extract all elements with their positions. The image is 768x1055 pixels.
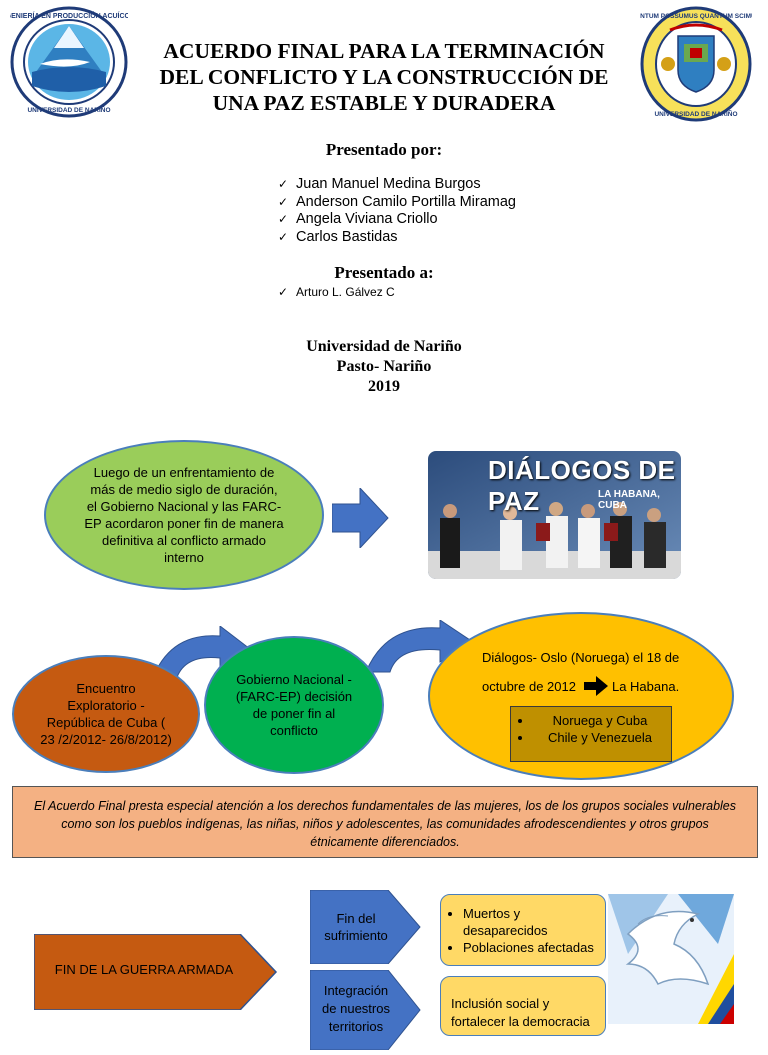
photo-title: DIÁLOGOS DE PAZ (488, 455, 676, 516)
presented-by-heading: Presentado por: (325, 140, 443, 159)
presented-by-list: ✓Juan Manuel Medina Burgos ✓Anderson Cam… (278, 176, 516, 246)
presented-to-list: ✓Arturo L. Gálvez C (278, 284, 395, 302)
year: 2019 (368, 378, 400, 395)
list-item: ✓Anderson Camilo Portilla Miramag (278, 193, 516, 210)
curved-arrow-icon (150, 624, 260, 687)
arrow-right-icon (583, 676, 608, 696)
presented-to-heading: Presentado a: (334, 263, 434, 282)
svg-text:UNIVERSIDAD DE NARIÑO: UNIVERSIDAD DE NARIÑO (27, 105, 110, 114)
dialogos-line-2: octubre de 2012 La Habana. (482, 676, 679, 696)
check-icon: ✓ (278, 212, 289, 226)
check-icon: ✓ (278, 177, 289, 191)
fin-guerra-label: FIN DE LA GUERRA ARMADA (54, 962, 234, 977)
result-box-inclusion: Inclusión social y fortalecer la democra… (440, 976, 606, 1036)
university-name: Universidad de Nariño (306, 338, 462, 355)
title-line: DEL CONFLICTO Y LA CONSTRUCCIÓN DE (159, 65, 609, 89)
victims-list: Muertos y desaparecidos Poblaciones afec… (445, 905, 601, 956)
list-item: Poblaciones afectadas (463, 939, 601, 956)
statement-box: El Acuerdo Final presta especial atenció… (12, 786, 758, 858)
svg-text:UNIVERSIDAD DE NARIÑO: UNIVERSIDAD DE NARIÑO (654, 109, 737, 118)
title-line: UNA PAZ ESTABLE Y DURADERA (212, 91, 556, 115)
document-title: ACUERDO FINAL PARA LA TERMINACIÓN DEL CO… (130, 38, 638, 116)
dialogos-line-1: Diálogos- Oslo (Noruega) el 18 de (482, 650, 680, 665)
list-item: ✓Juan Manuel Medina Burgos (278, 176, 481, 192)
institution-block: Universidad de Nariño Pasto- Nariño 2019 (0, 337, 768, 397)
photo-subtitle: LA HABANA, CUBA (598, 489, 660, 511)
list-item: Muertos y desaparecidos (463, 905, 601, 939)
check-icon: ✓ (278, 229, 289, 244)
result-box-victims: Muertos y desaparecidos Poblaciones afec… (440, 894, 606, 966)
fin-sufrimiento-label: Fin del sufrimiento (324, 911, 388, 943)
svg-text:TANTUM POSSUMUS QUANTUM SCIMUS: TANTUM POSSUMUS QUANTUM SCIMUS (640, 13, 752, 20)
list-item: Noruega y Cuba (533, 712, 667, 729)
arrow-right-icon (331, 486, 390, 553)
fin-guerra-arrow: FIN DE LA GUERRA ARMADA (33, 933, 278, 1015)
integracion-label: Integración de nuestros territorios (322, 983, 390, 1034)
city-name: Pasto- Nariño (336, 358, 432, 375)
list-item: ✓Angela Viviana Criollo (278, 211, 438, 227)
integracion-arrow: Integración de nuestros territorios (309, 969, 422, 1055)
intro-oval: Luego de un enfrentamiento de más de med… (44, 440, 324, 590)
check-icon: ✓ (278, 194, 289, 209)
list-item: Chile y Venezuela (533, 729, 667, 746)
gobierno-nacional-oval: Gobierno Nacional - (FARC-EP) decisión d… (204, 636, 384, 774)
dialogos-de-paz-photo: DIÁLOGOS DE PAZ LA HABANA, CUBA (428, 451, 681, 579)
list-item: ✓Arturo L. Gálvez C (278, 284, 395, 302)
dialogos-oval: Diálogos- Oslo (Noruega) el 18 de octubr… (428, 612, 734, 780)
svg-text:INGENIERÍA EN PRODUCCIÓN ACUÍC: INGENIERÍA EN PRODUCCIÓN ACUÍCOLA (10, 11, 128, 20)
title-line: ACUERDO FINAL PARA LA TERMINACIÓN (163, 39, 605, 63)
countries-list: Noruega y Cuba Chile y Venezuela (515, 712, 667, 746)
check-icon: ✓ (278, 285, 289, 299)
countries-box: Noruega y Cuba Chile y Venezuela (510, 706, 672, 762)
peace-dove-image (608, 894, 734, 1024)
encuentro-exploratorio-oval: Encuentro Exploratorio - República de Cu… (12, 655, 200, 773)
list-item: ✓Carlos Bastidas (278, 228, 398, 245)
logo-universidad-narino: TANTUM POSSUMUS QUANTUM SCIMUS UNIVERSID… (632, 6, 761, 122)
fin-sufrimiento-arrow: Fin del sufrimiento (309, 889, 422, 969)
logo-ingenieria-acuicola: INGENIERÍA EN PRODUCCIÓN ACUÍCOLA UNIVER… (0, 6, 139, 118)
